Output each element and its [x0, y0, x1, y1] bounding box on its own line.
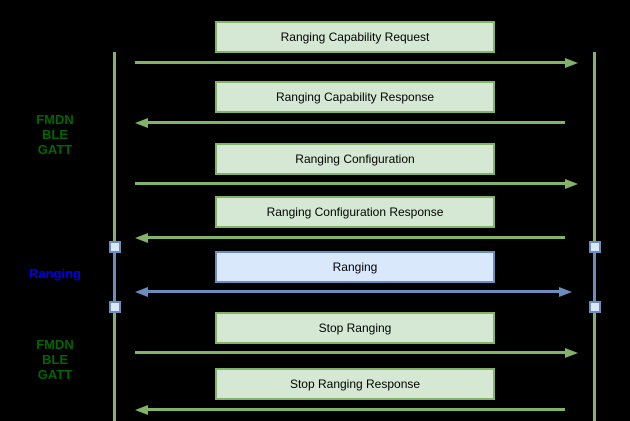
message-label: Ranging Capability Response — [275, 90, 435, 104]
arrowhead-left-icon — [135, 117, 148, 128]
message-box-ranging-capability-request: Ranging Capability Request — [215, 21, 495, 53]
arrowhead-left-icon — [135, 232, 148, 243]
arrow-stop-ranging — [135, 347, 578, 358]
message-box-ranging-configuration: Ranging Configuration — [215, 143, 495, 175]
lifeline-left-ranging-segment — [113, 247, 116, 307]
section-label-line: FMDN — [36, 337, 74, 352]
message-box-stop-ranging: Stop Ranging — [215, 312, 495, 344]
activation-marker-left-bottom — [109, 301, 121, 313]
section-label-fmdn-ble-gatt-bottom: FMDN BLE GATT — [15, 337, 95, 382]
message-label: Ranging Configuration Response — [266, 205, 444, 219]
arrowhead-left-icon — [135, 286, 148, 297]
arrowhead-left-icon — [135, 404, 148, 415]
arrowhead-right-icon — [559, 286, 572, 297]
section-label-line: Ranging — [29, 266, 81, 281]
message-label: Ranging Configuration — [295, 152, 415, 166]
section-label-line: BLE — [42, 127, 68, 142]
arrow-ranging-capability-request — [135, 57, 578, 68]
arrowhead-right-icon — [565, 347, 578, 358]
message-label: Ranging Capability Request — [280, 30, 430, 44]
activation-marker-left-top — [109, 241, 121, 253]
section-label-line: GATT — [37, 142, 73, 157]
lifeline-right-ranging-segment — [593, 247, 596, 307]
activation-marker-right-bottom — [589, 301, 601, 313]
message-label: Stop Ranging — [318, 321, 392, 335]
section-label-ranging: Ranging — [15, 266, 95, 281]
message-label: Ranging — [332, 260, 378, 274]
arrow-ranging-configuration — [135, 178, 578, 189]
arrowhead-right-icon — [565, 178, 578, 189]
message-box-ranging: Ranging — [215, 251, 495, 283]
activation-marker-right-top — [589, 241, 601, 253]
message-label: Stop Ranging Response — [289, 377, 421, 391]
lifeline-right — [593, 52, 596, 421]
arrow-ranging-configuration-response — [135, 232, 565, 243]
arrow-stop-ranging-response — [135, 404, 565, 415]
message-box-ranging-capability-response: Ranging Capability Response — [215, 81, 495, 113]
section-label-line: GATT — [37, 367, 73, 382]
lifeline-left — [113, 52, 116, 421]
message-box-ranging-configuration-response: Ranging Configuration Response — [215, 196, 495, 228]
section-label-line: BLE — [42, 352, 68, 367]
arrow-ranging-bidirectional — [135, 286, 572, 297]
message-box-stop-ranging-response: Stop Ranging Response — [215, 368, 495, 400]
arrowhead-right-icon — [565, 57, 578, 68]
arrow-ranging-capability-response — [135, 117, 565, 128]
section-label-line: FMDN — [36, 112, 74, 127]
section-label-fmdn-ble-gatt-top: FMDN BLE GATT — [15, 112, 95, 157]
